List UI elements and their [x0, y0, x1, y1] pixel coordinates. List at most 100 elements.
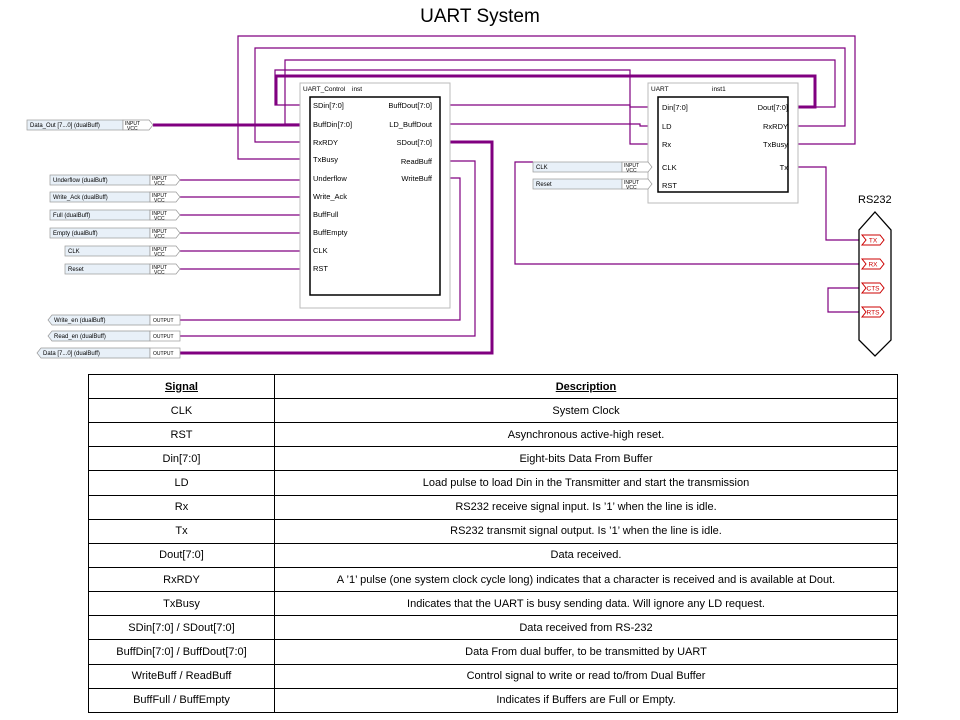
vcc-tag: VCC: [154, 270, 165, 276]
wire-loop-d: [237, 35, 856, 160]
input-pin-label: Reset: [68, 267, 84, 273]
wire-read-en: [180, 160, 476, 337]
uart-control-port-in: CLK: [313, 246, 328, 255]
rs232-pin-label: RTS: [867, 310, 881, 317]
uart-control-port-in: BuffFull: [313, 210, 339, 219]
vcc-tag: VCC: [154, 181, 165, 187]
output-pin-tag-box: [149, 314, 181, 326]
table-row: BuffDin[7:0] / BuffDout[7:0]Data From du…: [88, 639, 898, 665]
bus-data-out-to-buffer: [180, 140, 494, 355]
signal-cell: LD: [88, 470, 275, 496]
rs232-pin: [860, 306, 885, 318]
uart-control-port-in: RxRDY: [313, 138, 338, 147]
uart-port-out: Dout[7:0]: [758, 103, 788, 112]
uart-port-in: Din[7:0]: [662, 103, 688, 112]
output-tag: OUTPUT: [153, 334, 174, 340]
uart-port-out: TxBusy: [763, 140, 788, 149]
output-pin-label: Read_en (dualBuff): [54, 334, 106, 340]
rs232-pin: [860, 258, 885, 270]
bus-buffdout: [274, 74, 817, 109]
input-tag: INPUT: [624, 163, 639, 169]
uart-control-port-out: ReadBuff: [401, 157, 433, 166]
description-cell: Load pulse to load Din in the Transmitte…: [274, 470, 898, 496]
input-tag: INPUT: [125, 121, 140, 127]
uart-port-in: Rx: [662, 140, 671, 149]
table-row: SDin[7:0] / SDout[7:0]Data received from…: [88, 615, 898, 641]
input-tag: INPUT: [152, 211, 167, 217]
input-pin-label: Underflow (dualBuff): [53, 178, 108, 184]
uart-control-port-out: WriteBuff: [401, 174, 432, 183]
table-row: Dout[7:0]Data received.: [88, 542, 898, 568]
rs232-pin-label: TX: [869, 238, 878, 245]
uart-name: UART: [651, 86, 669, 93]
description-cell: Indicates that the UART is busy sending …: [274, 591, 898, 617]
input-tag: INPUT: [152, 193, 167, 199]
table-header-row: Signal Description: [88, 374, 898, 399]
input-tag: INPUT: [152, 229, 167, 235]
wire-loop-c: [254, 47, 846, 143]
uart-control-port-in: Underflow: [313, 174, 347, 183]
vcc-tag: VCC: [127, 126, 138, 132]
uart-input-pin-label: Reset: [536, 182, 552, 188]
input-tag: INPUT: [152, 247, 167, 253]
wire-loop-a: [274, 69, 648, 108]
wire-tx: [798, 166, 862, 241]
output-pin-label: Write_en (dualBuff): [54, 318, 105, 324]
uart-port-out: Tx: [780, 163, 789, 172]
wire-rx: [514, 161, 862, 265]
description-cell: A ’1’ pulse (one system clock cycle long…: [274, 566, 898, 593]
signal-cell: CLK: [88, 397, 275, 424]
description-cell: Data received from RS-232: [274, 615, 898, 641]
wire-cts-rts: [827, 287, 862, 313]
input-tag: INPUT: [152, 265, 167, 271]
uart-block: [657, 96, 789, 193]
input-pin-arrow: [149, 227, 181, 239]
uart-control-port-out: BuffDout[7:0]: [388, 101, 432, 110]
signal-cell: Dout[7:0]: [88, 542, 275, 568]
input-pin-arrow: [149, 263, 181, 275]
rs232-pin-label: RX: [868, 262, 878, 269]
uart-input-pin-label: CLK: [536, 165, 548, 171]
input-pin-arrow: [149, 191, 181, 203]
input-pin-label: CLK: [68, 249, 80, 255]
output-pin-tag-box: [149, 347, 181, 359]
signal-cell: RxRDY: [88, 566, 275, 593]
uart-control-port-out: LD_BuffDout: [389, 120, 433, 129]
input-pin-arrow: [149, 245, 181, 257]
input-tag: INPUT: [624, 180, 639, 186]
signal-cell: Din[7:0]: [88, 446, 275, 472]
uart-control-port-in: BuffEmpty: [313, 228, 348, 237]
input-pin-label: Write_Ack (dualBuff): [53, 195, 108, 201]
description-cell: Data received.: [274, 542, 898, 568]
input-pin-label: Data_Out [7...0] (dualBuff): [30, 123, 100, 129]
description-cell: Indicates if Buffers are Full or Empty.: [274, 687, 898, 714]
uart-control-name: UART_Control: [303, 86, 346, 93]
description-cell: Data From dual buffer, to be transmitted…: [274, 639, 898, 665]
uart-port-in: LD: [662, 122, 672, 131]
description-cell: Eight-bits Data From Buffer: [274, 446, 898, 472]
uart-port-out: RxRDY: [763, 122, 788, 131]
signal-cell: SDin[7:0] / SDout[7:0]: [88, 615, 275, 641]
output-tag: OUTPUT: [153, 318, 174, 324]
uart-control-port-in: RST: [313, 264, 328, 273]
vcc-tag: VCC: [154, 198, 165, 204]
wire-write-en: [180, 177, 461, 321]
uart-input-pin-arrow: [621, 178, 653, 190]
signal-cell: RST: [88, 422, 275, 448]
signal-cell: BuffDin[7:0] / BuffDout[7:0]: [88, 639, 275, 665]
page-title: UART System: [420, 6, 540, 27]
uart-control-port-in: SDin[7:0]: [313, 101, 344, 110]
column-header-description: Description: [274, 374, 898, 399]
signal-cell: TxBusy: [88, 591, 275, 617]
input-pin-arrow: [149, 209, 181, 221]
uart-control-port-in: Write_Ack: [313, 192, 347, 201]
vcc-tag: VCC: [626, 185, 637, 191]
input-tag: INPUT: [152, 176, 167, 182]
output-pin-label: Data [7...0] (dualBuff): [43, 351, 100, 357]
input-pin-label: Full (dualBuff): [53, 213, 90, 219]
